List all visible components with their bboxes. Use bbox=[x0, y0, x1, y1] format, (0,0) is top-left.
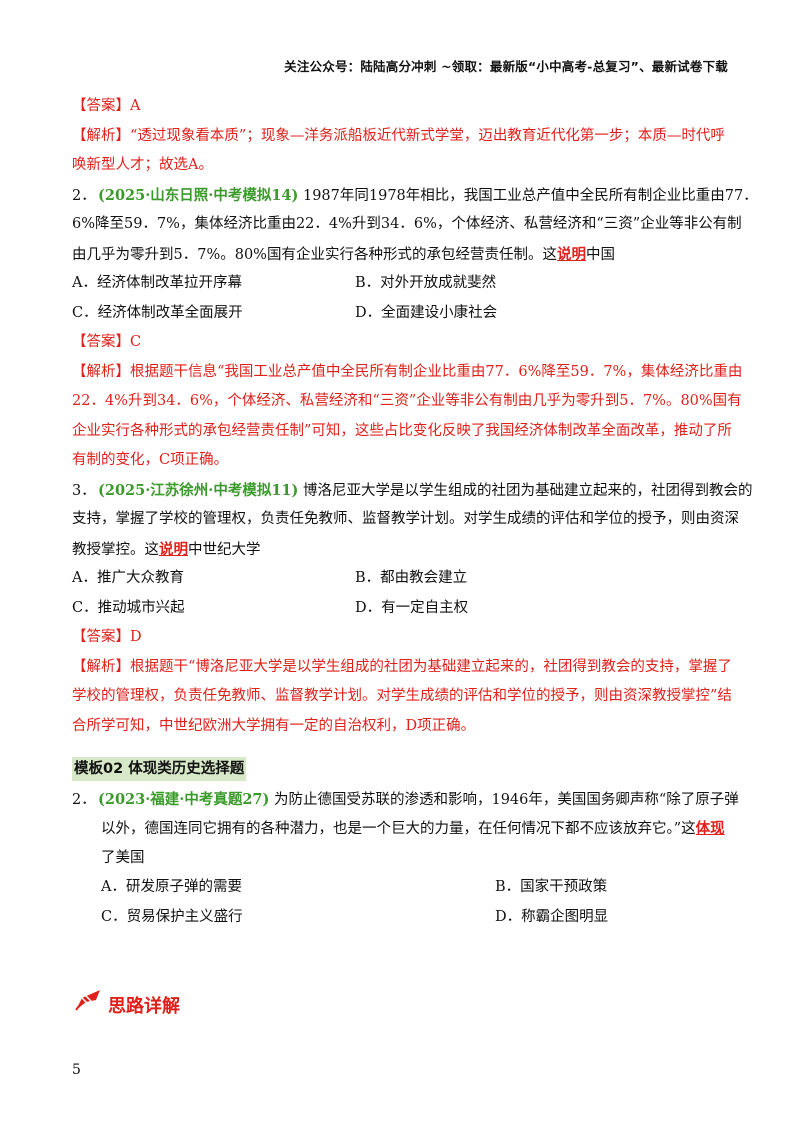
question-2-line-3: 由几乎为零升到5．7%。80%国有企业实行各种形式的承包经营责任制。这说明中国 bbox=[72, 240, 728, 270]
options-row-1: A．经济体制改革拉开序幕 B．对外开放成就斐然 bbox=[72, 269, 728, 299]
question-text: 博洛尼亚大学是以学生组成的社团为基础建立起来的，社团得到教会的 bbox=[298, 482, 753, 499]
option-a[interactable]: A．推广大众教育 bbox=[72, 570, 184, 586]
option-b[interactable]: B．对外开放成就斐然 bbox=[355, 275, 497, 291]
question-number: 2． bbox=[72, 187, 96, 204]
question-source: (2025·江苏徐州·中考模拟11) bbox=[98, 481, 299, 499]
answer-3: 【答案】D bbox=[72, 629, 142, 645]
options-row-2: C．贸易保护主义盛行 D．称霸企图明显 bbox=[72, 903, 728, 933]
option-a[interactable]: A．研发原子弹的需要 bbox=[101, 879, 242, 895]
options-row-1: A．研发原子弹的需要 B．国家干预政策 bbox=[72, 873, 728, 903]
question-3-line-1: 3．(2025·江苏徐州·中考模拟11) 博洛尼亚大学是以学生组成的社团为基础建… bbox=[72, 476, 752, 506]
analysis-2-line-1: 【解析】根据题干信息“我国工业总产值中全民所有制企业比重由77．6%降至59．7… bbox=[72, 363, 743, 380]
question-text: 1987年同1978年相比，我国工业总产值中全民所有制企业比重由77． bbox=[298, 187, 758, 204]
pencil-icon bbox=[75, 990, 100, 1011]
question-4-line-2: 以外，德国连同它拥有的各种潜力，也是一个巨大的力量，在任何情况下都不应该放弃它。… bbox=[72, 814, 728, 844]
analysis-3-line-2: 学校的管理权，负责任免教师、监督教学计划。对学生成绩的评估和学位的授予，则由资深… bbox=[72, 688, 732, 704]
answer-2: 【答案】C bbox=[72, 334, 142, 350]
question-text: 为防止德国受苏联的渗透和影响，1946年，美国国务卿声称“除了原子弹 bbox=[269, 791, 739, 808]
analysis-1-line-1: 【解析】“透过现象看本质”；现象—洋务派船板近代新式学堂，迈出教育近代化第一步；… bbox=[72, 127, 725, 144]
think-heading: 思路详解 bbox=[74, 984, 180, 1018]
analysis-2-line-2: 22．4%升到34．6%，个体经济、私营经济和“三资”企业等非公有制由几乎为零升… bbox=[72, 393, 742, 409]
keyword: 体现 bbox=[695, 820, 725, 837]
options-row-2: C．推动城市兴起 D．有一定自主权 bbox=[72, 594, 728, 624]
question-text: 中世纪大学 bbox=[188, 541, 261, 558]
option-a[interactable]: A．经济体制改革拉开序幕 bbox=[72, 275, 242, 291]
analysis-2-line-3: 企业实行各种形式的承包经营责任制”可知，这些占比变化反映了我国经济体制改革全面改… bbox=[72, 422, 732, 439]
analysis-3-line-1: 【解析】根据题干“博洛尼亚大学是以学生组成的社团为基础建立起来的，社团得到教会的… bbox=[72, 658, 732, 675]
option-c[interactable]: C．经济体制改革全面展开 bbox=[72, 304, 243, 321]
analysis-3-line-3: 合所学可知，中世纪欧洲大学拥有一定的自治权利，D项正确。 bbox=[72, 717, 476, 734]
option-c[interactable]: C．推动城市兴起 bbox=[72, 599, 185, 616]
page-number: 5 bbox=[72, 1062, 81, 1078]
answer-1: 【答案】A bbox=[72, 98, 141, 114]
option-d[interactable]: D．全面建设小康社会 bbox=[355, 304, 498, 321]
option-d[interactable]: D．称霸企图明显 bbox=[495, 908, 609, 925]
question-number: 2． bbox=[72, 791, 96, 808]
option-d[interactable]: D．有一定自主权 bbox=[355, 599, 469, 616]
question-2-line-1: 2．(2025·山东日照·中考模拟14) 1987年同1978年相比，我国工业总… bbox=[72, 181, 758, 211]
options-row-2: C．经济体制改革全面展开 D．全面建设小康社会 bbox=[72, 299, 728, 329]
question-2-line-2: 6%降至59．7%，集体经济比重由22．4%升到34．6%，个体经济、私营经济和… bbox=[72, 216, 742, 232]
question-number: 3． bbox=[72, 482, 96, 499]
options-row-1: A．推广大众教育 B．都由教会建立 bbox=[72, 564, 728, 594]
option-c[interactable]: C．贸易保护主义盛行 bbox=[101, 908, 243, 925]
option-b[interactable]: B．国家干预政策 bbox=[495, 879, 608, 895]
analysis-2-line-4: 有制的变化，C项正确。 bbox=[72, 452, 229, 468]
question-text: 由几乎为零升到5．7%。80%国有企业实行各种形式的承包经营责任制。这 bbox=[72, 246, 557, 263]
keyword: 说明 bbox=[159, 540, 188, 558]
option-b[interactable]: B．都由教会建立 bbox=[355, 570, 468, 586]
question-4-line-1: 2．(2023·福建·中考真题27) 为防止德国受苏联的渗透和影响，1946年，… bbox=[72, 785, 739, 815]
question-4-line-3: 了美国 bbox=[101, 849, 145, 866]
keyword: 说明 bbox=[556, 245, 586, 263]
analysis-1-line-2: 唤新型人才；故选A。 bbox=[72, 157, 213, 173]
question-3-line-3: 教授掌控。这说明中世纪大学 bbox=[72, 535, 728, 565]
page-header: 关注公众号：陆陆高分冲刺 ~领取：最新版“小中高考-总复习”、最新试卷下载 bbox=[284, 59, 728, 74]
question-3-line-2: 支持，掌握了学校的管理权，负责任免教师、监督教学计划。对学生成绩的评估和学位的授… bbox=[72, 511, 739, 527]
question-source: (2023·福建·中考真题27) bbox=[98, 790, 270, 808]
page-content: 【答案】A 【解析】“透过现象看本质”；现象—洋务派船板近代新式学堂，迈出教育近… bbox=[72, 92, 758, 933]
question-text: 中国 bbox=[585, 246, 615, 263]
question-text: 教授掌控。这 bbox=[72, 541, 159, 558]
question-source: (2025·山东日照·中考模拟14) bbox=[98, 186, 299, 204]
think-label: 思路详解 bbox=[108, 996, 180, 1017]
section-title: 模板02 体现类历史选择题 bbox=[72, 757, 247, 781]
question-text: 以外，德国连同它拥有的各种潜力，也是一个巨大的力量，在任何情况下都不应该放弃它。… bbox=[101, 821, 696, 837]
